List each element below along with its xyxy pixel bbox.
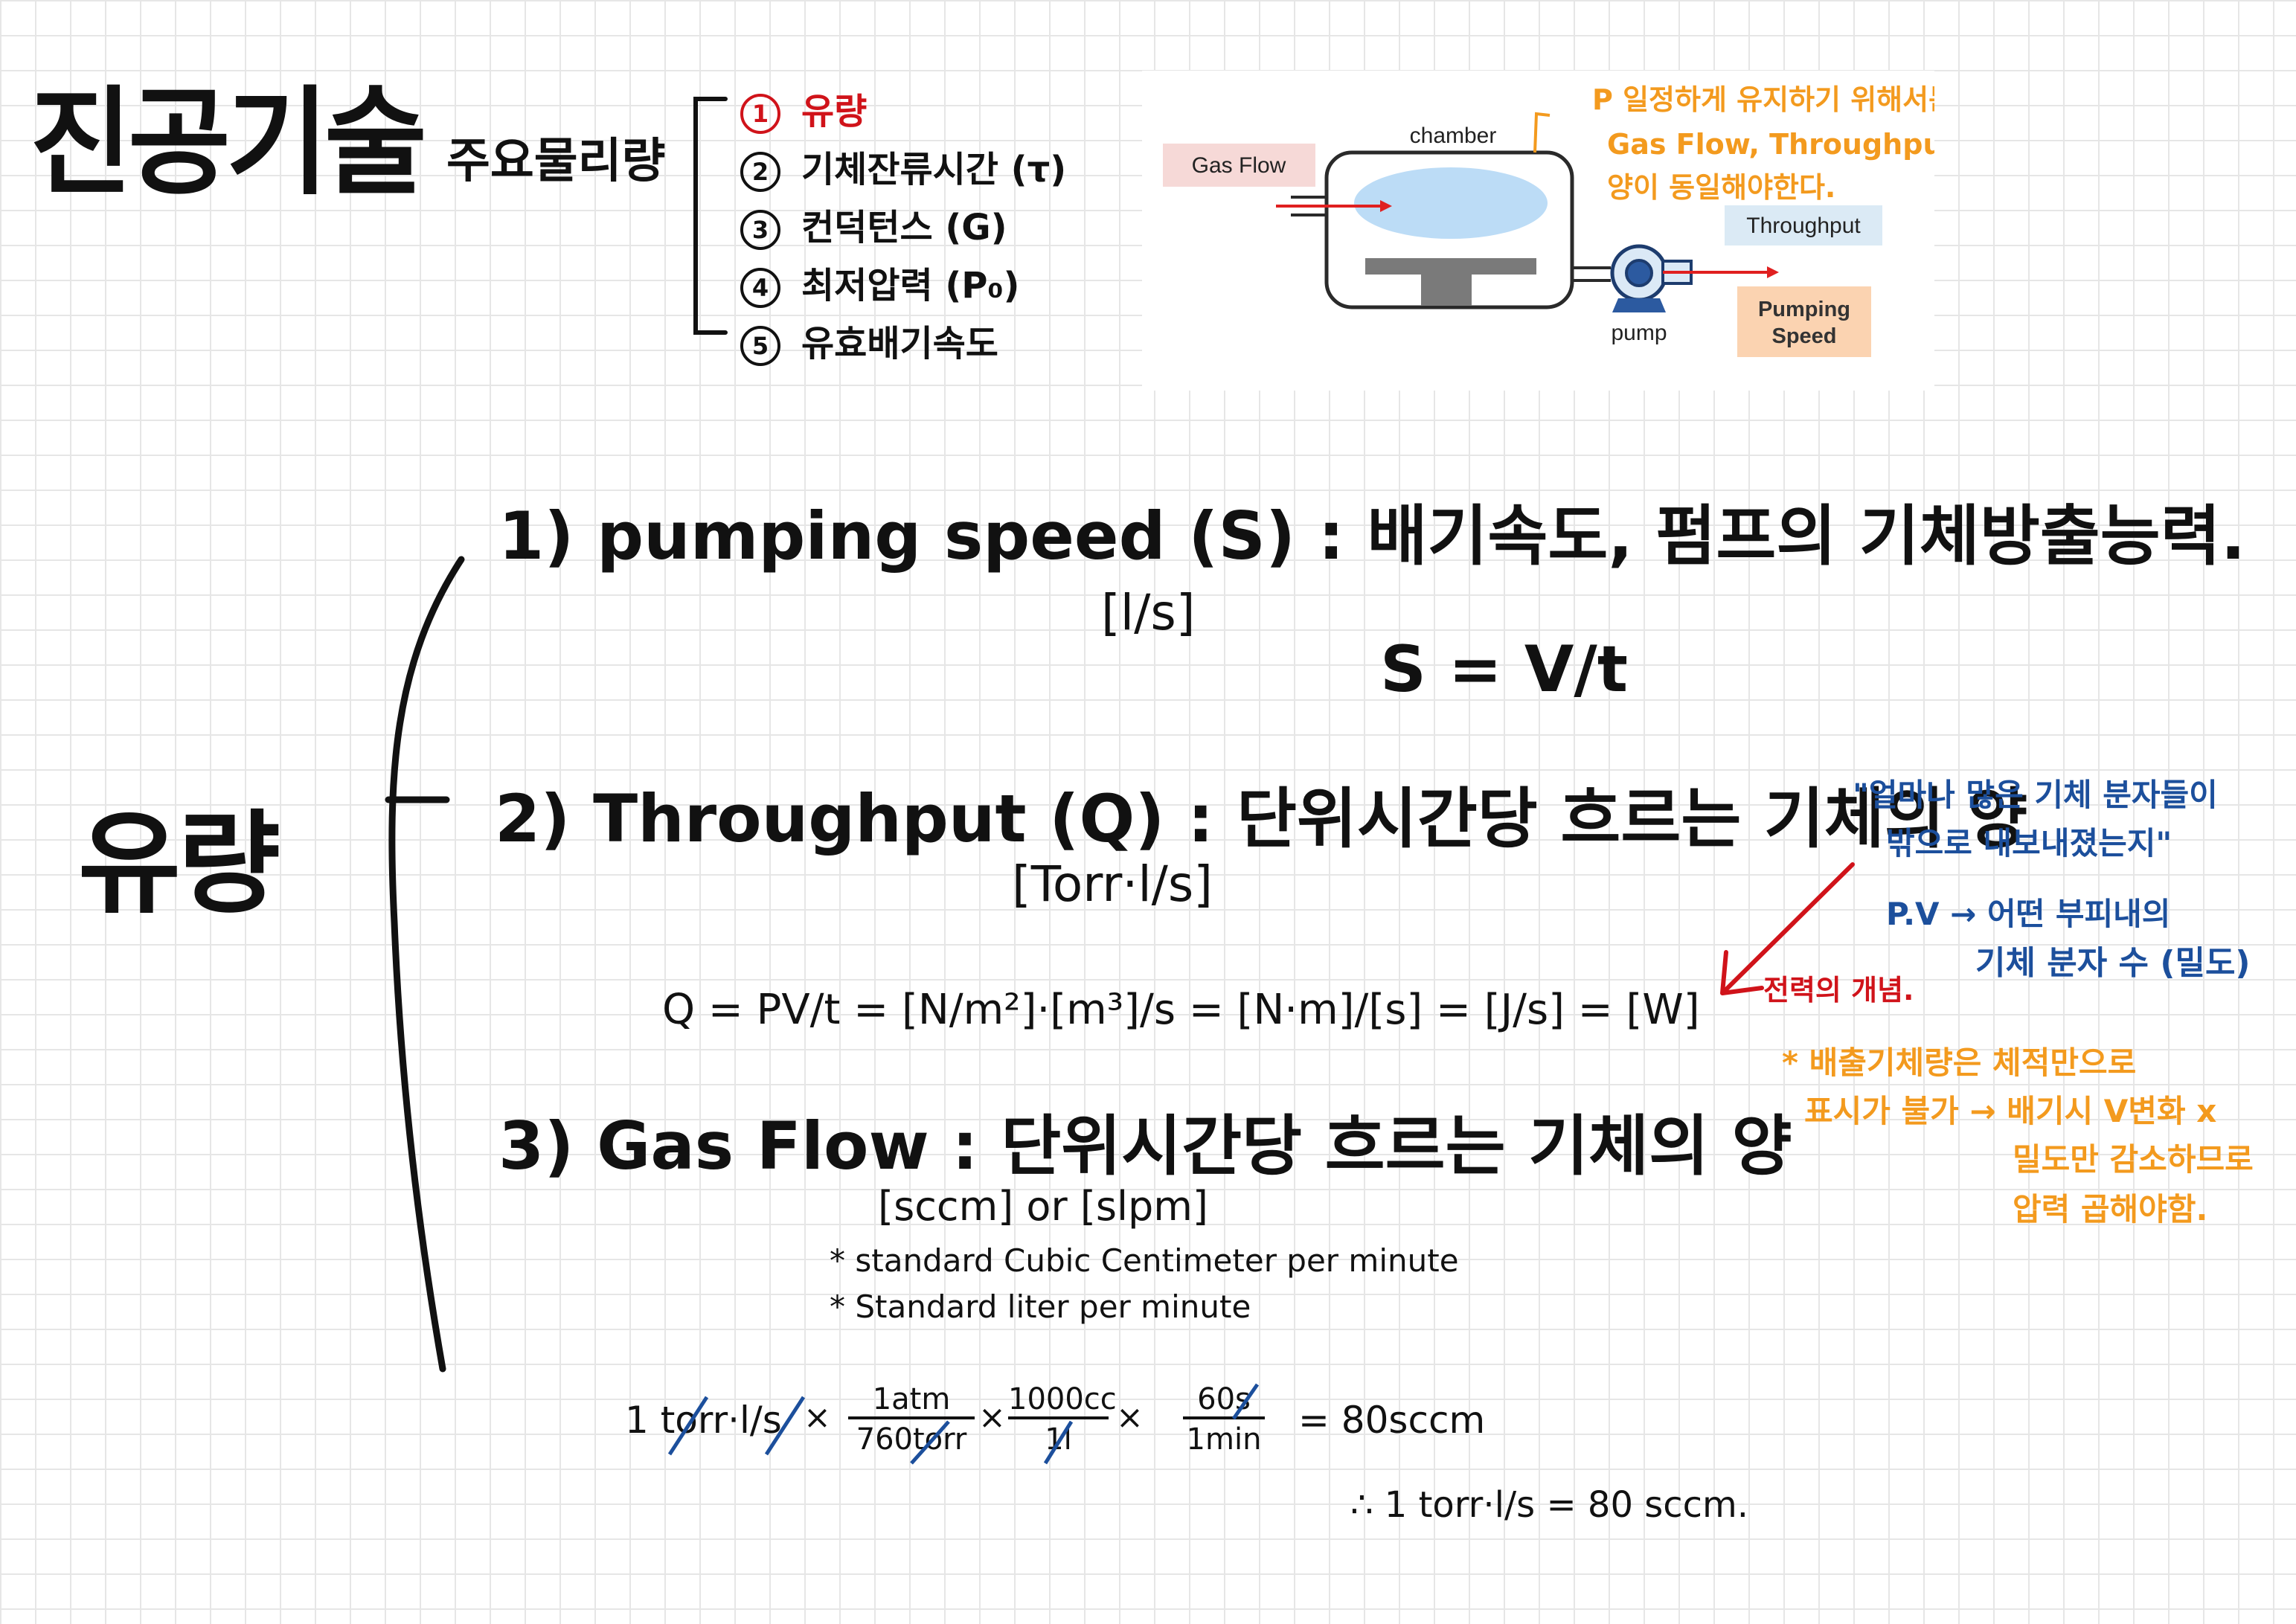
throughput-unit: [Torr·l/s] [1012, 856, 1213, 913]
sccm-definition: * standard Cubic Centimeter per minute [830, 1242, 1459, 1279]
chamber-stage-support [1421, 273, 1472, 306]
gas-flow-heading: 3) Gas Flow : 단위시간당 흐르는 기체의 양 [498, 1108, 1792, 1184]
throughput-note-line4: 기체 분자 수 (밀도) [1975, 944, 2251, 982]
pumping-speed-label-box [1737, 286, 1871, 357]
number-badge: 4 [740, 268, 780, 308]
pumping-speed-heading: 1) pumping speed (S) : 배기속도, 펌프의 기체방출능력. [498, 498, 2246, 574]
times-sign: × [804, 1399, 831, 1437]
gas-flow-label: Gas Flow [1192, 153, 1286, 178]
note-pointer [1533, 112, 1551, 153]
gas-cloud [1354, 167, 1548, 239]
gas-flow-note-line2: 표시가 불가 → 배기시 V변화 x [1804, 1093, 2217, 1129]
throughput-label: Throughput [1746, 214, 1861, 238]
number-badge: 1 [740, 94, 780, 134]
cancel-mark-s [1231, 1383, 1260, 1420]
gas-flow-unit: [sccm] or [slpm] [878, 1183, 1208, 1230]
times-sign: × [1116, 1399, 1144, 1437]
quantities-heading: 주요물리량 [446, 134, 666, 189]
list-item: 1 유량 [740, 82, 867, 134]
factor1-numerator: 1atm [848, 1382, 975, 1419]
list-item: 2 기체잔류시간 (τ) [740, 140, 1066, 192]
power-note: 전력의 개념. [1763, 974, 1914, 1007]
number-badge: 5 [740, 326, 780, 366]
pumping-speed-label-line1: Pumping [1758, 298, 1850, 321]
pumping-speed-unit: [l/s] [1101, 584, 1196, 641]
times-sign: × [978, 1399, 1006, 1437]
list-item-label: 유효배기속도 [801, 323, 998, 365]
factor3-numerator: 60s [1183, 1382, 1265, 1419]
cancel-marks-lhs [667, 1396, 806, 1456]
throughput-label-box [1725, 205, 1882, 245]
throughput-formula: Q = PV/t = [N/m²]·[m³]/s = [N·m]/[s] = [… [662, 986, 1700, 1034]
cancel-mark-torr [910, 1420, 950, 1465]
gas-flow-note-line4: 압력 곱해야함. [2013, 1191, 2208, 1227]
diagram-note-line3: 양이 동일해야한다. [1607, 171, 1835, 204]
conversion-lhs: 1 torr·l/s [625, 1399, 782, 1442]
gas-flow-note-line1: * 배출기체량은 체적만으로 [1782, 1044, 2137, 1081]
factor2-numerator: 1000cc [1008, 1382, 1117, 1419]
list-item-label: 유량 [801, 91, 868, 132]
number-badge: 3 [740, 210, 780, 250]
conversion-conclusion: ∴ 1 torr·l/s = 80 sccm. [1350, 1484, 1749, 1526]
number-badge: 2 [740, 152, 780, 192]
pump-label: pump [1611, 321, 1667, 345]
pumping-speed-formula: S = V/t [1380, 632, 1628, 707]
slpm-definition: * Standard liter per minute [830, 1288, 1251, 1325]
page-title: 진공기술 [30, 75, 427, 212]
section-bracket [385, 556, 465, 1373]
chamber-stage [1365, 258, 1536, 275]
cancel-mark-l [1043, 1420, 1074, 1465]
list-item-label: 기체잔류시간 (τ) [801, 149, 1067, 190]
throughput-note-line3: P.V → 어떤 부피내의 [1886, 896, 2171, 932]
conversion-result: = 80sccm [1298, 1399, 1486, 1442]
gas-flow-label-box [1163, 144, 1315, 187]
diagram-note-line2: Gas Flow, Throughput의 [1607, 128, 1934, 161]
diagram-note-line1: P 일정하게 유지하기 위해서는 [1592, 83, 1934, 116]
vacuum-system-diagram: Gas Flow chamber pump Throughput Pumping… [1142, 71, 1934, 391]
factor3-denominator: 1min [1186, 1422, 1262, 1457]
pumping-speed-label-line2: Speed [1771, 324, 1836, 348]
list-item: 3 컨덕턴스 (G) [740, 198, 1007, 250]
gas-flow-note-line3: 밀도만 감소하므로 [2013, 1141, 2254, 1178]
factor1-denominator: 760torr [856, 1422, 967, 1457]
throughput-note-line1: "얼마나 많은 기체 분자들이 [1853, 777, 2218, 813]
list-item: 5 유효배기속도 [740, 314, 998, 366]
power-arrow [1720, 862, 1855, 995]
chamber-label: chamber [1410, 123, 1497, 148]
list-item-label: 최저압력 (P₀) [801, 265, 1020, 306]
list-item-label: 컨덕턴스 (G) [801, 207, 1007, 248]
section-group-title: 유량 [78, 800, 280, 929]
list-bracket [693, 97, 728, 335]
throughput-note-line2: 밖으로 내보내졌는지" [1886, 825, 2172, 861]
list-item: 4 최저압력 (P₀) [740, 256, 1019, 308]
throughput-heading: 2) Throughput (Q) : 단위시간당 흐르는 기체의 양 [495, 780, 2028, 857]
